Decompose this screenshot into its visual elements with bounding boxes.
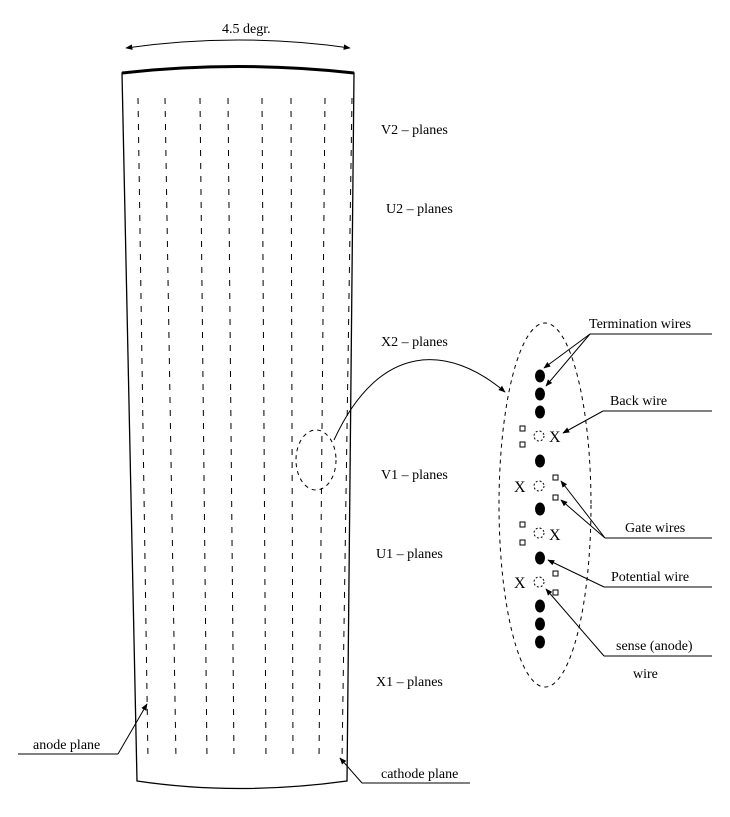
- termination-wires-leader: [543, 333, 591, 369]
- termination-wire: [535, 405, 545, 419]
- wire-plane-line: [199, 97, 208, 761]
- detail-zoom-ellipse: [498, 322, 592, 688]
- back-wire-label: Back wire: [610, 394, 667, 409]
- gate-wire-square: [519, 425, 526, 432]
- gate-wires-leader: [560, 499, 606, 539]
- termination-wires-leader: [545, 333, 591, 387]
- anode-plane-leader: [117, 703, 148, 755]
- sense-wire-dashed-circle: [533, 527, 545, 539]
- plane-label-x2: X2 – planes: [381, 335, 448, 350]
- wire-plane-line: [290, 97, 294, 761]
- plane-label-v1: V1 – planes: [381, 468, 448, 483]
- back-wire-x: X: [549, 527, 561, 544]
- gate-wire-square: [519, 539, 526, 546]
- sense-wire-dashed-circle: [533, 576, 545, 588]
- gate-wire-square: [519, 521, 526, 528]
- angle-label: 4.5 degr.: [222, 22, 271, 37]
- back-wire-leader: [562, 410, 604, 434]
- termination-wire: [535, 635, 545, 649]
- wire-plane-line: [318, 97, 326, 761]
- potential-wire: [535, 454, 545, 468]
- wire-plane-line: [341, 97, 353, 761]
- potential-wire-label: Potential wire: [611, 570, 689, 585]
- plane-label-v2: V2 – planes: [381, 123, 448, 138]
- plane-label-u1: U1 – planes: [376, 547, 443, 562]
- back-wire-x: X: [514, 479, 526, 496]
- sense-wire-dashed-circle: [533, 430, 545, 442]
- termination-wire: [535, 387, 545, 401]
- sense-wire-leader: [545, 588, 605, 657]
- termination-wires-label: Termination wires: [589, 317, 691, 332]
- sense-wire-label-line2: wire: [633, 667, 658, 682]
- gate-wire-square: [552, 589, 559, 596]
- wire-plane-line: [261, 97, 267, 761]
- potential-wire: [535, 502, 545, 516]
- angle-arc-arrow: [125, 39, 351, 50]
- termination-wire: [535, 369, 545, 383]
- sense-wire-label: sense (anode): [616, 639, 693, 654]
- wire-plane-line: [164, 97, 177, 761]
- gate-wires-label: Gate wires: [625, 521, 685, 536]
- termination-wire-dots: [535, 369, 545, 419]
- gate-wire-square: [519, 441, 526, 448]
- detail-link-arrow: [333, 359, 506, 441]
- gate-wire-square: [552, 474, 559, 481]
- gate-wire-square: [552, 570, 559, 577]
- sector-top-edge: [121, 65, 355, 75]
- back-wire-x: X: [549, 429, 561, 446]
- termination-wire: [535, 599, 545, 613]
- cathode-plane-label: cathode plane: [381, 767, 458, 782]
- plane-label-x1: X1 – planes: [376, 675, 443, 690]
- potential-wire: [535, 551, 545, 565]
- wire-plane-line: [227, 97, 235, 761]
- gate-wire-square: [552, 494, 559, 501]
- termination-wire-dots-bottom: [535, 599, 545, 649]
- anode-plane-label: anode plane: [33, 738, 100, 753]
- wire-plane-line: [137, 97, 149, 761]
- plane-label-u2: U2 – planes: [386, 202, 453, 217]
- sector-outline: [121, 65, 355, 790]
- detail-source-ellipse: [295, 429, 337, 491]
- dashed-wire-planes: [137, 97, 353, 761]
- sense-wire-dashed-circle: [533, 480, 545, 492]
- back-wire-x: X: [514, 575, 526, 592]
- gate-wires-leader: [560, 480, 606, 539]
- termination-wire: [535, 617, 545, 631]
- cathode-plane-leader: [339, 757, 363, 784]
- potential-wire-leader: [547, 559, 605, 588]
